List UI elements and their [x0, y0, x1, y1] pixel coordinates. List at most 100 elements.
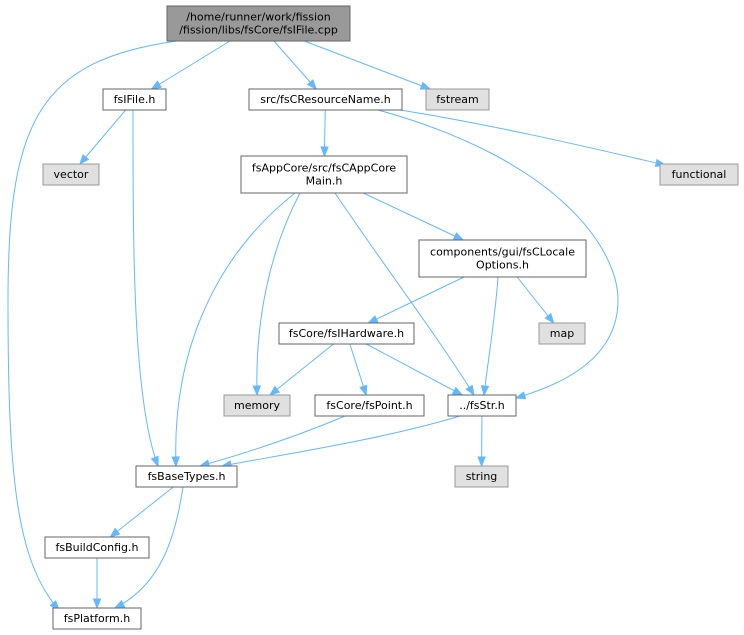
arrowhead-fsIFile_h-to-vector [78, 154, 90, 166]
node-fsIFile-h[interactable]: fsIFile.h [102, 88, 167, 111]
node-fstream: fstream [425, 88, 490, 111]
node-label: /home/runner/work/fission [186, 11, 331, 24]
node-vector: vector [42, 163, 100, 186]
arrowhead-fsCLocaleOptions_h-to-fsIHardware_h [367, 315, 379, 324]
edge-root-to-fsPlatform_h [7, 40, 178, 611]
edge-fsCLocaleOptions_h-to-map [516, 276, 555, 324]
node-box [447, 394, 517, 417]
node-label: src/fsCResourceName.h [260, 93, 390, 106]
arrowhead-fsIHardware_h-to-fsPoint_h [359, 384, 368, 397]
node-label: fsPlatform.h [64, 612, 130, 625]
node-label: /fission/libs/fsCore/fsIFile.cpp [179, 24, 338, 37]
edge-fsCAppCoreMain_h-to-fsStr_h [334, 192, 475, 396]
node-fsBuildConfig-h[interactable]: fsBuildConfig.h [44, 536, 150, 559]
edge-fsIFile_h-to-fsBaseTypes_h [132, 109, 159, 467]
node-box [659, 163, 739, 186]
arrowhead-fsCAppCoreMain_h-to-fsCLocaleOptions_h [452, 232, 465, 241]
edge-fsCResourceName_h-to-functional [399, 109, 666, 166]
edge-fsIFile_h-to-vector [79, 109, 126, 165]
node-fsIHardware-h[interactable]: fsCore/fsIHardware.h [278, 322, 415, 345]
node-label: fsBuildConfig.h [56, 541, 139, 554]
node-string: string [454, 465, 509, 488]
edge-fsStr_h-to-fsBaseTypes_h [221, 415, 461, 467]
edge-fsCAppCoreMain_h-to-fsCLocaleOptions_h [363, 192, 464, 241]
arrowhead-root-to-fsCResourceName_h [306, 79, 318, 91]
node-fsBaseTypes-h[interactable]: fsBaseTypes.h [135, 465, 238, 488]
node-label: memory [234, 399, 280, 412]
arrowhead-fsIFile_h-to-fsBaseTypes_h [150, 455, 159, 468]
node-label: functional [672, 168, 727, 181]
node-box [454, 465, 509, 488]
node-box [42, 163, 100, 186]
arrowhead-fsCResourceName_h-to-fsStr_h [514, 391, 527, 400]
arrowhead-fsBaseTypes_h-to-fsPlatform_h [113, 599, 126, 609]
arrowhead-root-to-fsIFile_h [150, 80, 162, 90]
node-box [44, 536, 150, 559]
edge-fsBaseTypes_h-to-fsPlatform_h [114, 486, 184, 609]
node-box [166, 5, 351, 42]
node-label: fsCore/fsIHardware.h [289, 327, 404, 340]
node-label: vector [54, 168, 89, 181]
node-box [223, 394, 291, 417]
arrowhead-fsCLocaleOptions_h-to-map [544, 312, 555, 325]
node-label: fsBaseTypes.h [148, 470, 226, 483]
edge-root-to-fstream [304, 40, 431, 90]
edge-fsCLocaleOptions_h-to-fsIHardware_h [368, 276, 465, 324]
node-label: Options.h [476, 259, 529, 272]
node-fsPoint-h[interactable]: fsCore/fsPoint.h [314, 394, 425, 417]
arrowhead-fsCAppCoreMain_h-to-fsStr_h [465, 384, 475, 397]
edge-fsCAppCoreMain_h-to-fsBaseTypes_h [175, 192, 296, 467]
arrowhead-fsCAppCoreMain_h-to-memory [252, 385, 261, 397]
edge-layer [7, 40, 667, 612]
edge-root-to-fsCResourceName_h [273, 40, 317, 90]
node-label: Main.h [306, 175, 343, 188]
arrowhead-fsStr_h-to-string [477, 456, 486, 468]
node-fsStr-h[interactable]: ../fsStr.h [447, 394, 517, 417]
node-label: map [550, 327, 574, 340]
node-fsCResourceName-h[interactable]: src/fsCResourceName.h [248, 88, 403, 111]
arrowhead-root-to-fstream [419, 81, 432, 90]
node-box [425, 88, 490, 111]
edge-fsIHardware_h-to-fsStr_h [366, 343, 463, 396]
node-label: ../fsStr.h [459, 399, 505, 412]
node-box [135, 465, 238, 488]
node-label: string [466, 470, 498, 483]
edge-fsBaseTypes_h-to-fsBuildConfig_h [109, 486, 174, 538]
node-label: fstream [436, 93, 478, 106]
node-fsPlatform-h[interactable]: fsPlatform.h [52, 607, 142, 630]
arrowhead-fsIHardware_h-to-memory [268, 385, 281, 396]
node-functional: functional [659, 163, 739, 186]
arrowhead-fsCAppCoreMain_h-to-fsBaseTypes_h [171, 456, 180, 468]
edge-fsCResourceName_h-to-fsStr_h [377, 109, 619, 399]
edge-root-to-fsIFile_h [151, 40, 231, 90]
node-box [418, 239, 587, 278]
arrowhead-fsIHardware_h-to-fsStr_h [451, 386, 464, 396]
edge-fsCLocaleOptions_h-to-fsStr_h [483, 276, 499, 396]
node-box [102, 88, 167, 111]
node-box [314, 394, 425, 417]
node-label: components/gui/fsCLocale [430, 246, 575, 259]
node-box [52, 607, 142, 630]
arrowhead-fsCLocaleOptions_h-to-fsStr_h [480, 385, 490, 397]
node-label: fsIFile.h [114, 93, 156, 106]
node-label: fsAppCore/src/fsCAppCore [252, 162, 396, 175]
node-box [240, 155, 408, 194]
edge-fsIHardware_h-to-memory [269, 343, 334, 396]
node-label: fsCore/fsPoint.h [326, 399, 412, 412]
node-box [248, 88, 403, 111]
arrowhead-fsBuildConfig_h-to-fsPlatform_h [92, 598, 102, 610]
node-map: map [538, 322, 586, 345]
node-root: /home/runner/work/fission/fission/libs/f… [166, 5, 351, 42]
arrowhead-fsBaseTypes_h-to-fsBuildConfig_h [109, 527, 121, 538]
edge-fsPoint_h-to-fsBaseTypes_h [199, 415, 346, 467]
node-box [538, 322, 586, 345]
edge-fsCAppCoreMain_h-to-memory [256, 192, 301, 396]
arrowhead-fsCResourceName_h-to-fsCAppCoreMain_h [320, 146, 329, 158]
node-box [278, 322, 415, 345]
node-memory: memory [223, 394, 291, 417]
node-layer: /home/runner/work/fission/fission/libs/f… [42, 5, 739, 630]
